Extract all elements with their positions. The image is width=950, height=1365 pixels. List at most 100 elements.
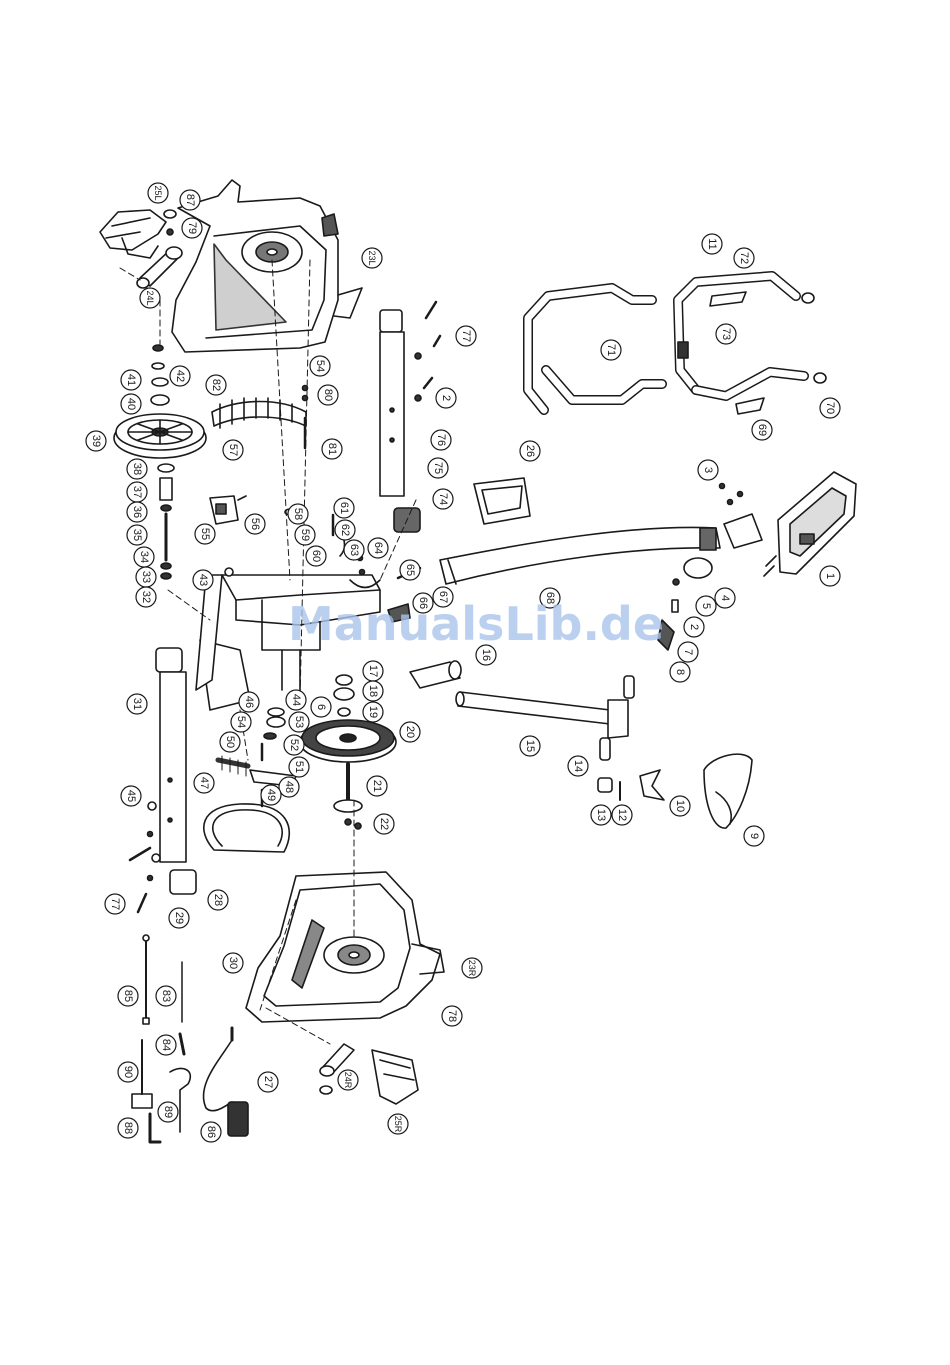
callout-label: 2 xyxy=(688,624,700,630)
callout-c80: 80 xyxy=(318,385,338,405)
part-37-sleeve xyxy=(160,478,172,500)
callout-label: 42 xyxy=(174,370,186,382)
callout-label: 6 xyxy=(315,704,327,710)
callout-label: 35 xyxy=(131,529,143,541)
callout-label: 86 xyxy=(205,1126,217,1138)
callout-label: 62 xyxy=(339,524,351,536)
callout-label: 39 xyxy=(90,435,102,447)
callout-c24l: 24L xyxy=(140,288,160,308)
sleeve-16 xyxy=(410,661,461,688)
callout-label: 33 xyxy=(140,571,152,583)
callout-label: 55 xyxy=(199,528,211,540)
callout-label: 59 xyxy=(299,529,311,541)
callout-c44: 44 xyxy=(286,690,306,710)
callout-c62: 62 xyxy=(335,520,355,540)
callout-label: 88 xyxy=(122,1122,134,1134)
callout-c21: 21 xyxy=(367,776,387,796)
right-cover-23r xyxy=(246,872,444,1022)
callout-c37: 37 xyxy=(127,482,147,502)
callout-label: 48 xyxy=(283,781,295,793)
callout-label: 50 xyxy=(224,736,236,748)
callout-c22: 22 xyxy=(374,814,394,834)
part-79-nut xyxy=(167,229,173,235)
callout-label: 15 xyxy=(524,740,536,752)
callout-label: 8 xyxy=(674,669,686,675)
callout-label: 24R xyxy=(343,1072,353,1089)
callout-c24r: 24R xyxy=(338,1070,358,1090)
callout-label: 5 xyxy=(700,603,712,609)
callout-c49: 49 xyxy=(261,785,281,805)
watermark: ManualsLib.de xyxy=(288,597,664,651)
callout-label: 74 xyxy=(437,493,449,505)
callout-c81: 81 xyxy=(322,439,342,459)
callout-c61: 61 xyxy=(334,498,354,518)
callout-c40: 40 xyxy=(121,394,141,414)
handlebar-72 xyxy=(678,276,826,414)
callout-label: 83 xyxy=(160,990,172,1002)
callout-label: 52 xyxy=(288,739,300,751)
callout-label: 70 xyxy=(824,402,836,414)
callout-label: 40 xyxy=(125,398,137,410)
callout-c90: 90 xyxy=(118,1062,138,1082)
callout-c6: 6 xyxy=(311,697,331,717)
callout-label: 37 xyxy=(131,486,143,498)
callout-label: 17 xyxy=(367,665,379,677)
callout-c79: 79 xyxy=(182,218,202,238)
callout-c13: 13 xyxy=(591,805,611,825)
callout-c34: 34 xyxy=(134,547,154,567)
callout-c4: 4 xyxy=(715,588,735,608)
callout-c2b: 2 xyxy=(684,617,704,637)
callout-c53: 53 xyxy=(289,712,309,732)
callout-label: 51 xyxy=(293,761,305,773)
callout-c23r: 23R xyxy=(462,958,482,978)
part-washer xyxy=(152,363,164,369)
callout-label: 46 xyxy=(243,696,255,708)
callout-label: 87 xyxy=(184,194,196,206)
callout-label: 23L xyxy=(367,250,377,265)
callout-label: 21 xyxy=(371,780,383,792)
callout-label: 82 xyxy=(210,379,222,391)
callout-label: 12 xyxy=(616,809,628,821)
callout-label: 47 xyxy=(198,777,210,789)
callout-c85: 85 xyxy=(118,986,138,1006)
callout-label: 18 xyxy=(367,685,379,697)
callout-label: 64 xyxy=(372,542,384,554)
callout-c7: 7 xyxy=(678,642,698,662)
callout-label: 36 xyxy=(131,506,143,518)
callout-label: 24L xyxy=(145,290,155,305)
callout-c74: 74 xyxy=(433,489,453,509)
belt-57 xyxy=(212,398,306,428)
callout-c64: 64 xyxy=(368,538,388,558)
callout-c8: 8 xyxy=(670,662,690,682)
right-pedal-25r xyxy=(372,1050,418,1104)
flywheel-20 xyxy=(300,720,396,762)
part-41-washer xyxy=(152,378,168,386)
callout-c43: 43 xyxy=(193,570,213,590)
callout-c28: 28 xyxy=(208,890,228,910)
callout-label: 30 xyxy=(227,957,239,969)
callout-c52: 52 xyxy=(284,735,304,755)
callout-label: 63 xyxy=(348,544,360,556)
callout-label: 58 xyxy=(292,508,304,520)
callout-label: 84 xyxy=(160,1039,172,1051)
callout-c41: 41 xyxy=(121,370,141,390)
callout-c63: 63 xyxy=(344,540,364,560)
callout-c71: 71 xyxy=(601,340,621,360)
callout-label: 29 xyxy=(173,912,185,924)
callout-c18: 18 xyxy=(363,681,383,701)
seat-post-76 xyxy=(380,310,420,532)
callout-c11: 11 xyxy=(702,234,722,254)
callout-label: 23R xyxy=(467,960,477,977)
callout-label: 11 xyxy=(706,238,718,249)
callout-label: 19 xyxy=(367,706,379,718)
callout-c15: 15 xyxy=(520,736,540,756)
callout-label: 41 xyxy=(125,374,137,386)
callout-c10: 10 xyxy=(670,796,690,816)
callout-label: 32 xyxy=(140,591,152,603)
callout-label: 27 xyxy=(262,1076,274,1088)
callout-label: 34 xyxy=(138,551,150,563)
callout-c5: 5 xyxy=(696,596,716,616)
callout-label: 54 xyxy=(235,716,247,728)
